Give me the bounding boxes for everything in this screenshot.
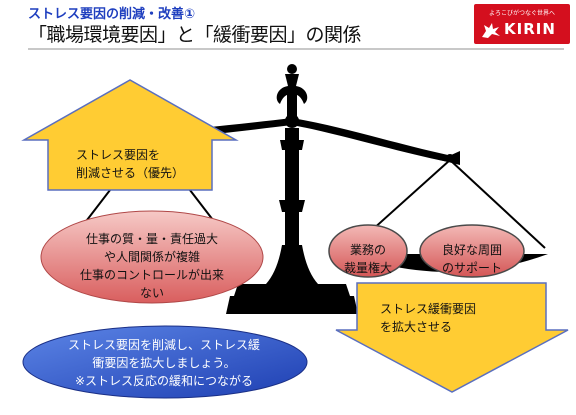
summary-label: ストレス要因を削減し、ストレス緩 衝要因を拡大しましょう。 ※ストレス反応の緩和… <box>67 338 260 388</box>
logo-tagline: よろこびがつなぐ世界へ <box>488 10 555 17</box>
page-title: 「職場環境要因」と「緩衝要因」の関係 <box>28 24 362 46</box>
buffer-arrow <box>335 282 569 393</box>
stress-factors-label: 仕事の質・量・責任過大 や人間関係が複雑 仕事のコントロールが出来 ない <box>79 232 224 300</box>
discretion-label: 業務の 裁量権大 <box>343 243 392 275</box>
kirin-logo: よろこびがつなぐ世界へ KIRIN <box>474 4 570 44</box>
section-subtitle: ストレス要因の削減・改善① <box>28 7 196 22</box>
discretion-circle <box>328 224 408 278</box>
reduce-arrow <box>21 79 239 191</box>
kirin-emblem-icon <box>482 23 500 38</box>
logo-wordmark: KIRIN <box>504 20 556 38</box>
support-circle <box>419 224 525 278</box>
buffer-arrow-label: ストレス緩衝要因 を拡大させる <box>380 302 477 334</box>
support-label: 良好な周囲 のサポート <box>441 243 502 275</box>
reduce-arrow-label: ストレス要因を 削減させる（優先） <box>76 148 185 180</box>
title-underline <box>28 48 564 50</box>
stress-factors-ellipse <box>40 210 264 304</box>
summary-ellipse <box>22 325 308 399</box>
